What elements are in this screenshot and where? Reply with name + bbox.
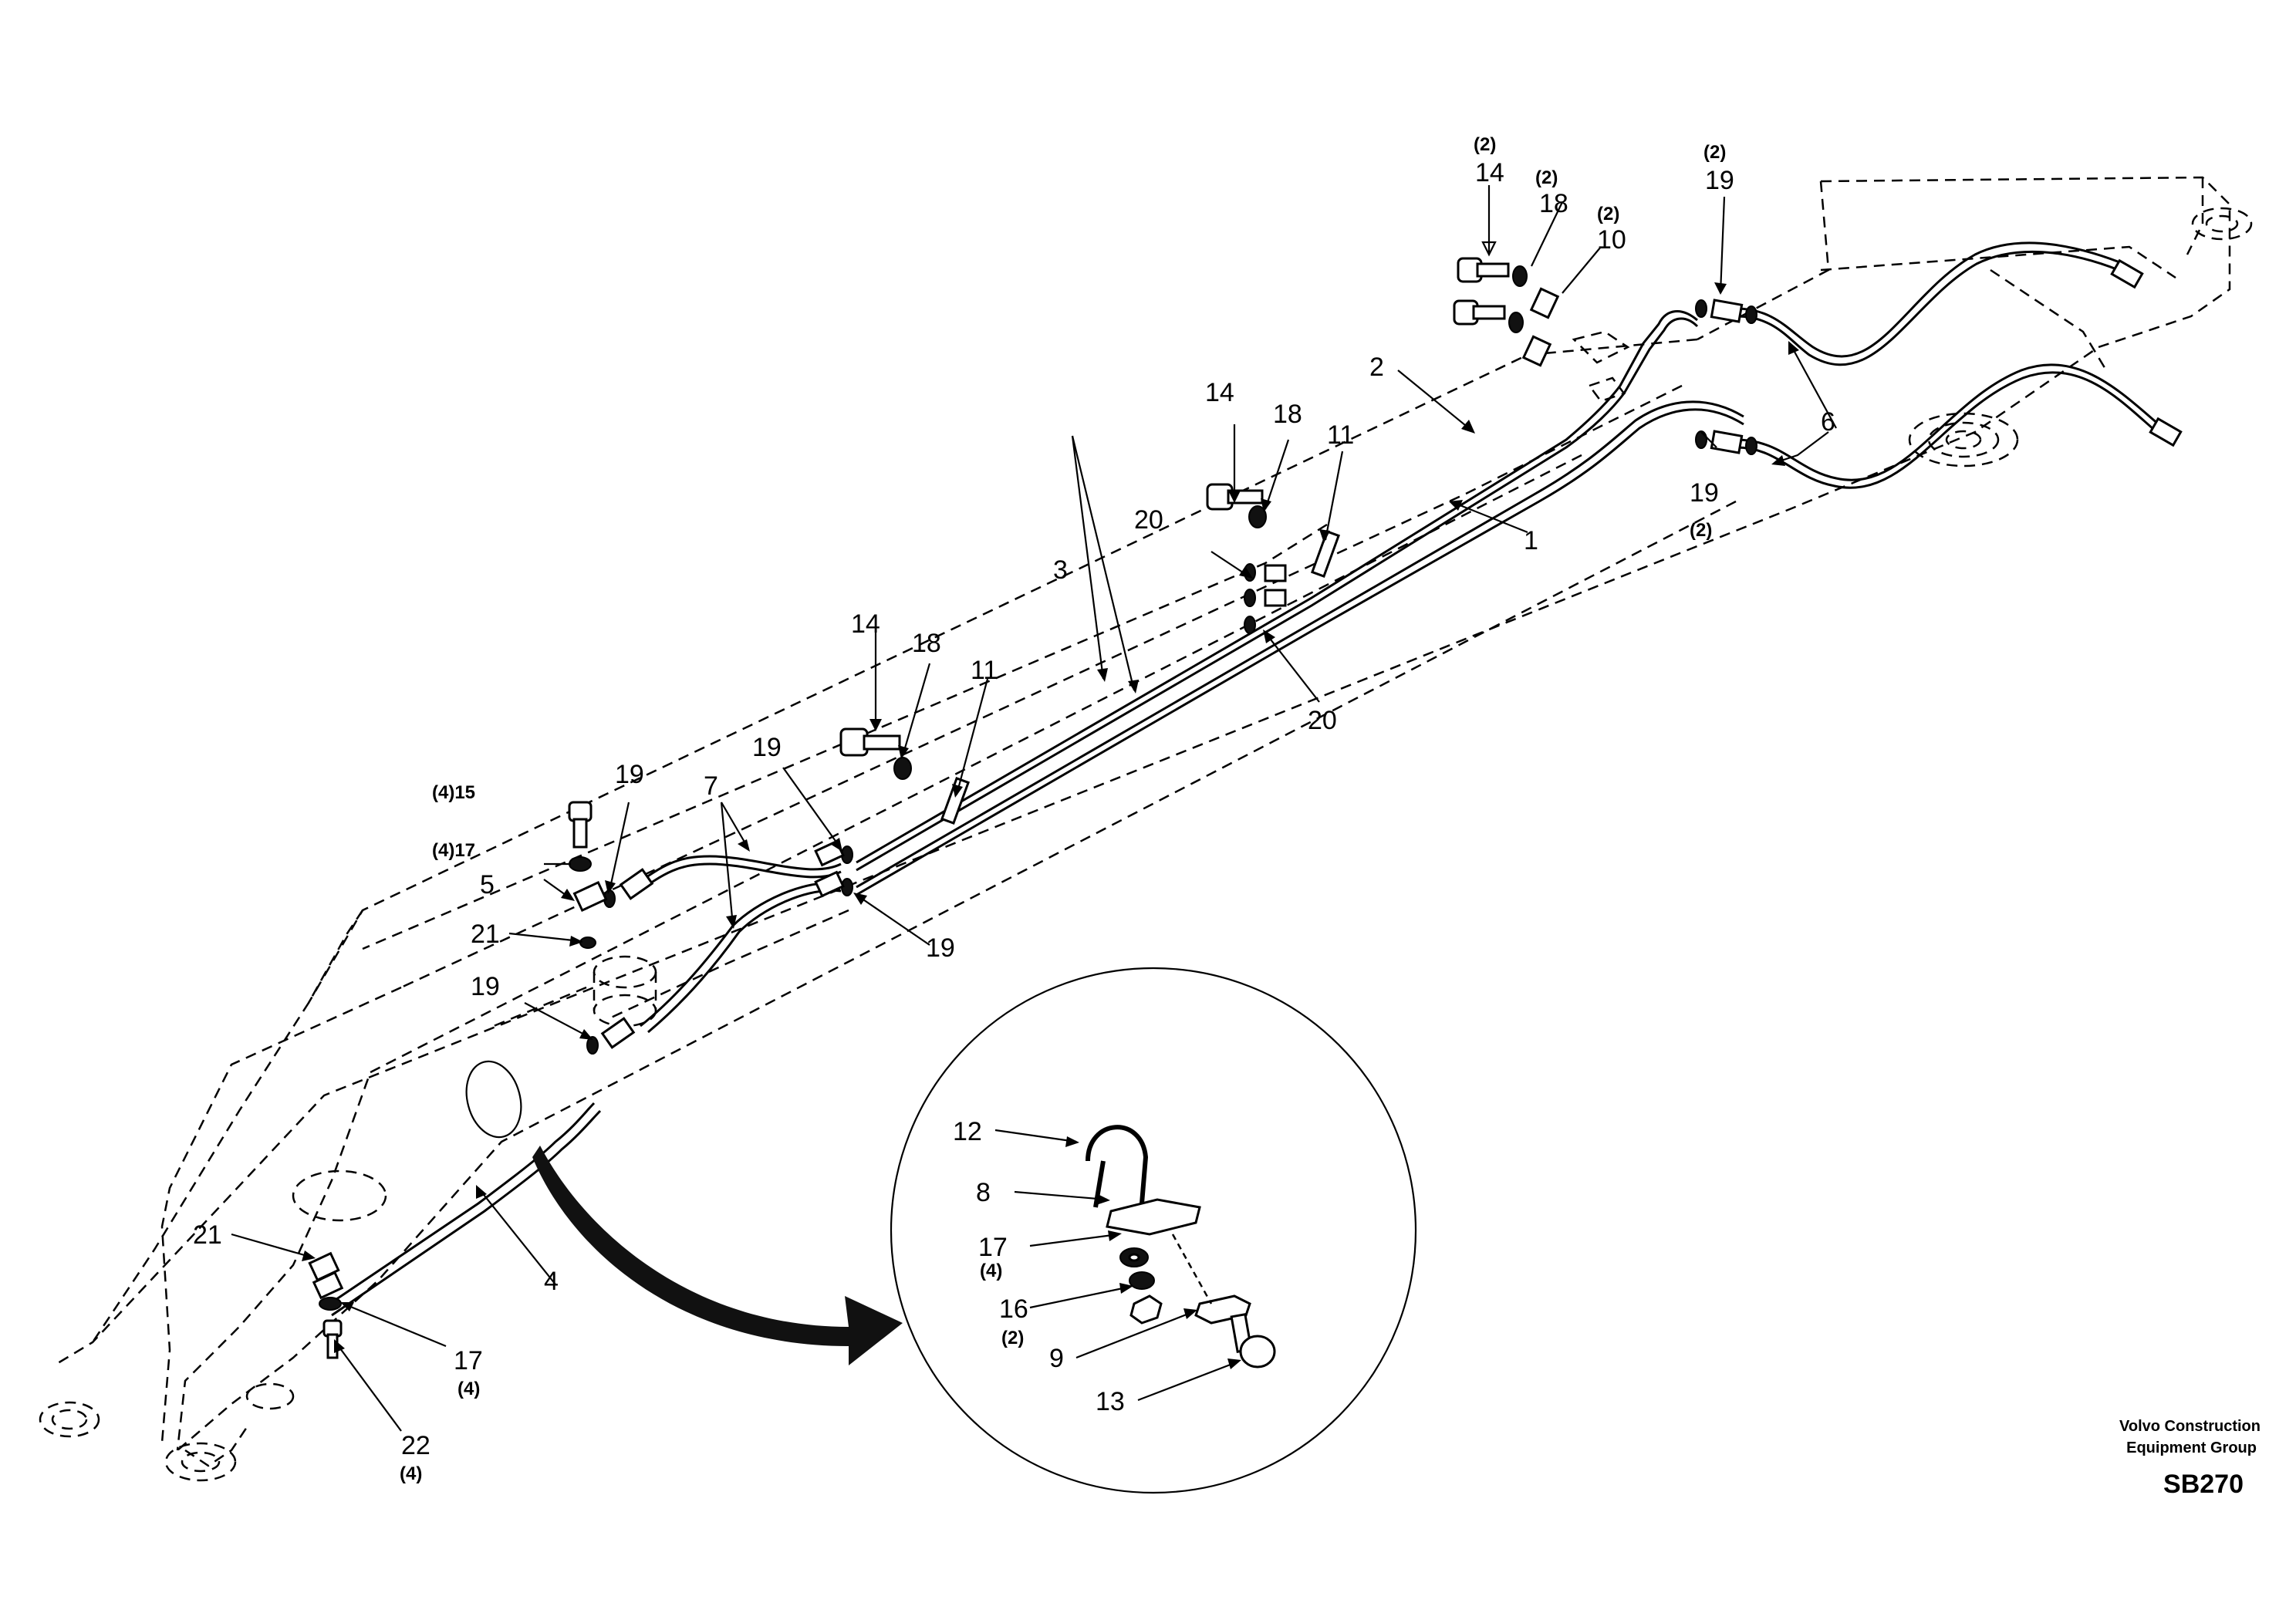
- callout-5: 5: [480, 870, 495, 899]
- callout-19-low: 19: [471, 972, 500, 1001]
- fittings: [586, 258, 2183, 1055]
- callout-21-lower: 21: [193, 1220, 222, 1250]
- callout-7: 7: [704, 771, 718, 801]
- callout-14-lower: 14: [851, 609, 880, 639]
- callout-17-left: (4)17: [432, 840, 475, 861]
- callout-19-top: 19: [1705, 166, 1734, 195]
- qty-18: (2): [1535, 167, 1558, 188]
- callout-20-upper: 20: [1134, 505, 1163, 535]
- callout-9: 9: [1049, 1344, 1064, 1373]
- callout-3: 3: [1053, 555, 1068, 585]
- callout-1: 1: [1524, 526, 1538, 555]
- qty-16: (2): [1001, 1328, 1024, 1348]
- callout-16: 16: [999, 1294, 1028, 1324]
- callout-10: 10: [1597, 225, 1626, 255]
- steel-pipes: [323, 310, 1744, 1317]
- callout-18-mid: 18: [1273, 400, 1302, 429]
- callout-19-mid: 19: [752, 733, 782, 762]
- callout-22: 22: [401, 1431, 430, 1460]
- callout-13: 13: [1096, 1387, 1125, 1416]
- callout-19-right: 19: [1690, 478, 1719, 508]
- drawing-code: SB270: [2163, 1470, 2244, 1499]
- brand-line-2: Equipment Group: [2126, 1439, 2257, 1456]
- callout-4: 4: [544, 1267, 559, 1296]
- brand-line-1: Volvo Construction: [2119, 1418, 2261, 1435]
- callout-2: 2: [1369, 353, 1384, 382]
- qty-10: (2): [1597, 204, 1619, 224]
- qty-17-bottom: (4): [458, 1379, 480, 1399]
- hoses: [632, 241, 2169, 1034]
- qty-22: (4): [400, 1463, 422, 1484]
- callout-14-mid: 14: [1205, 378, 1234, 407]
- callout-21-upper: 21: [471, 920, 500, 949]
- detail-view: [465, 967, 1417, 1494]
- callout-12: 12: [953, 1117, 982, 1146]
- callout-20-lower: 20: [1308, 706, 1337, 735]
- callout-17-bottom: 17: [454, 1346, 483, 1375]
- callout-11-lower: 11: [971, 656, 998, 685]
- callout-11-upper: 11: [1327, 420, 1354, 450]
- callout-15: (4)15: [432, 782, 475, 803]
- callout-18-top: 18: [1539, 189, 1568, 218]
- qty-14: (2): [1474, 134, 1496, 155]
- callout-6: 6: [1821, 407, 1835, 437]
- hardware: [308, 257, 1560, 1359]
- qty-19-right: (2): [1690, 520, 1712, 541]
- qty-19-top: (2): [1703, 142, 1726, 163]
- callout-17-detail: 17: [978, 1233, 1008, 1262]
- callout-19-mid-low: 19: [926, 933, 955, 963]
- callout-8: 8: [976, 1178, 991, 1207]
- callout-19-left: 19: [615, 760, 644, 789]
- title-block: Volvo Construction Equipment Group SB270: [2119, 1418, 2261, 1499]
- callout-14-top: 14: [1475, 158, 1504, 187]
- callout-labels: (2) 14 (2) 18 (2) 10 (2) 19 2 6 1 19 (2)…: [193, 134, 1835, 1484]
- leader-lines: [231, 185, 1837, 1432]
- callout-18-lower: 18: [912, 629, 941, 658]
- qty-17-detail: (4): [980, 1261, 1002, 1281]
